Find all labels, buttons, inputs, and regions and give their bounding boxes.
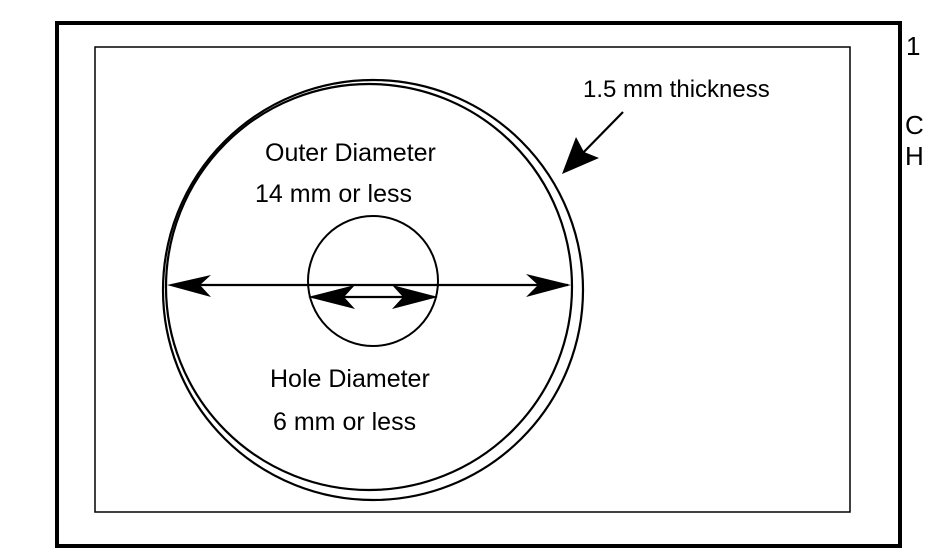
outer-diameter-arrow-right-icon <box>526 274 571 297</box>
hole-diameter-value: 6 mm or less <box>273 408 416 436</box>
hole-diameter-arrow-left-icon <box>308 285 355 309</box>
clipped-edge-text-2: C <box>905 110 924 140</box>
hole-diameter-title: Hole Diameter <box>270 365 430 393</box>
inner-frame <box>94 46 851 513</box>
outer-frame <box>55 21 902 548</box>
hole-circle <box>307 215 439 347</box>
outer-diameter-title: Outer Diameter <box>265 139 436 167</box>
hole-diameter-arrow-right-icon <box>392 285 438 309</box>
thickness-arrow-icon <box>562 137 599 174</box>
outer-diameter-value: 14 mm or less <box>255 180 412 208</box>
thickness-label: 1.5 mm thickness <box>583 76 770 103</box>
clipped-edge-text-3: H <box>905 141 924 171</box>
clipped-edge-text-1: 1 <box>906 31 920 61</box>
outer-diameter-arrow-left-icon <box>167 275 211 297</box>
washer-thickness-edge <box>161 78 585 502</box>
washer-outer-edge <box>164 82 574 492</box>
